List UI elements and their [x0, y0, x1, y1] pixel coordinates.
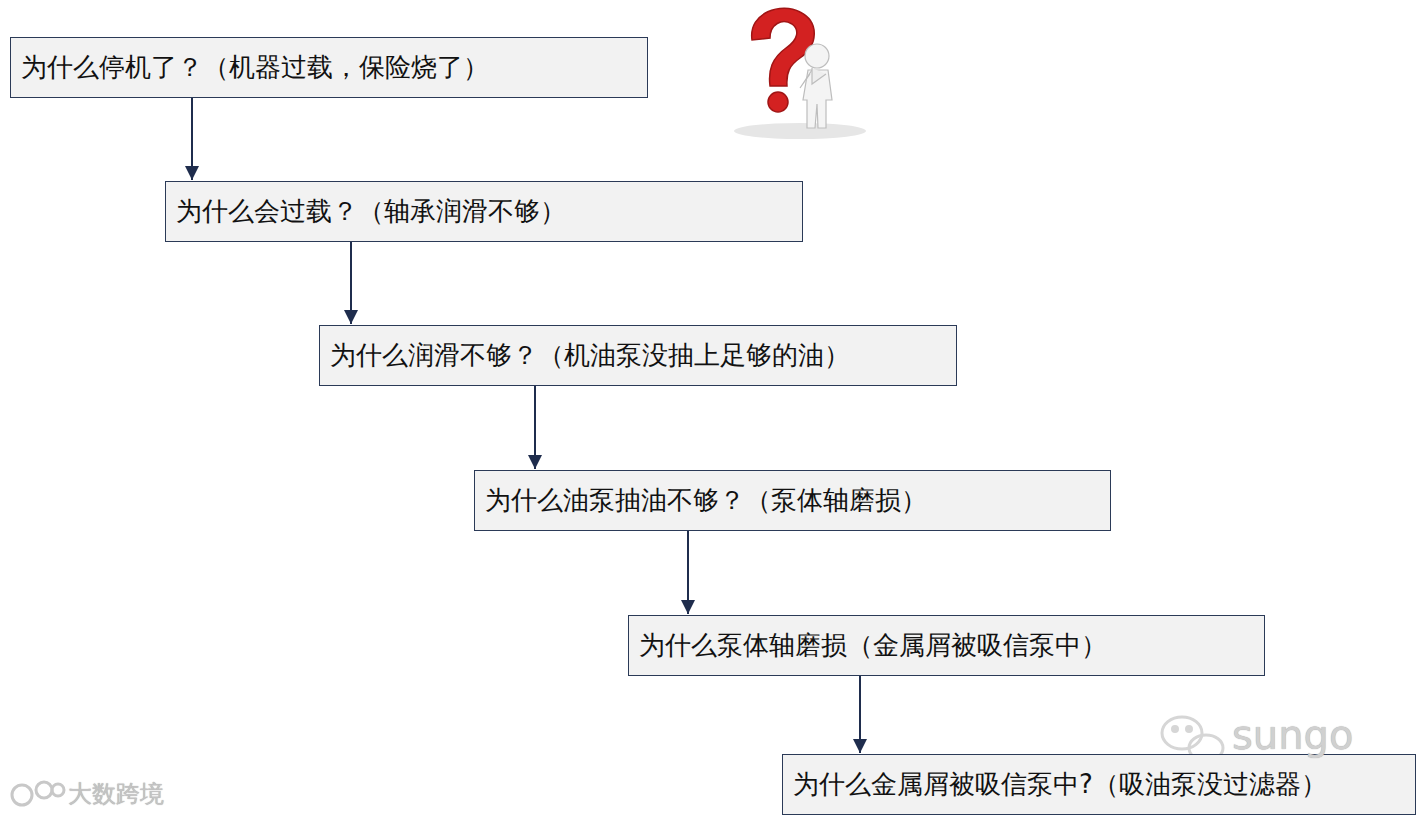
watermark-text: 大数跨境: [68, 778, 164, 810]
watermark-text: 大数跨境: [68, 780, 164, 808]
arrow-connector: [191, 98, 193, 180]
box-text: 为什么会过载？（轴承润滑不够）: [176, 196, 566, 227]
process-box: 为什么润滑不够？（机油泵没抽上足够的油）: [319, 325, 957, 386]
process-box: 为什么会过载？（轴承润滑不够）: [165, 181, 803, 242]
question-figure: [734, 8, 866, 139]
watermark-text: sungo: [1232, 712, 1353, 758]
arrow-connector: [350, 242, 352, 324]
watermark-text: sungo: [1232, 712, 1353, 758]
process-box: 为什么泵体轴磨损（金属屑被吸信泵中）: [628, 615, 1265, 676]
process-box: 为什么金属屑被吸信泵中?（吸油泵没过滤器）: [782, 754, 1416, 815]
arrow-connector: [534, 386, 536, 469]
process-box: 为什么油泵抽油不够？（泵体轴磨损）: [474, 470, 1111, 531]
process-box: 为什么停机了？（机器过载，保险烧了）: [10, 37, 648, 98]
box-text: 为什么油泵抽油不够？（泵体轴磨损）: [485, 485, 927, 516]
box-text: 为什么润滑不够？（机油泵没抽上足够的油）: [330, 340, 850, 371]
box-text: 为什么停机了？（机器过载，保险烧了）: [21, 52, 489, 83]
arrow-connector: [859, 676, 861, 753]
arrow-connector: [687, 531, 689, 614]
box-text: 为什么金属屑被吸信泵中?（吸油泵没过滤器）: [793, 769, 1327, 800]
logo-icon: [12, 782, 64, 805]
box-text: 为什么泵体轴磨损（金属屑被吸信泵中）: [639, 630, 1107, 661]
